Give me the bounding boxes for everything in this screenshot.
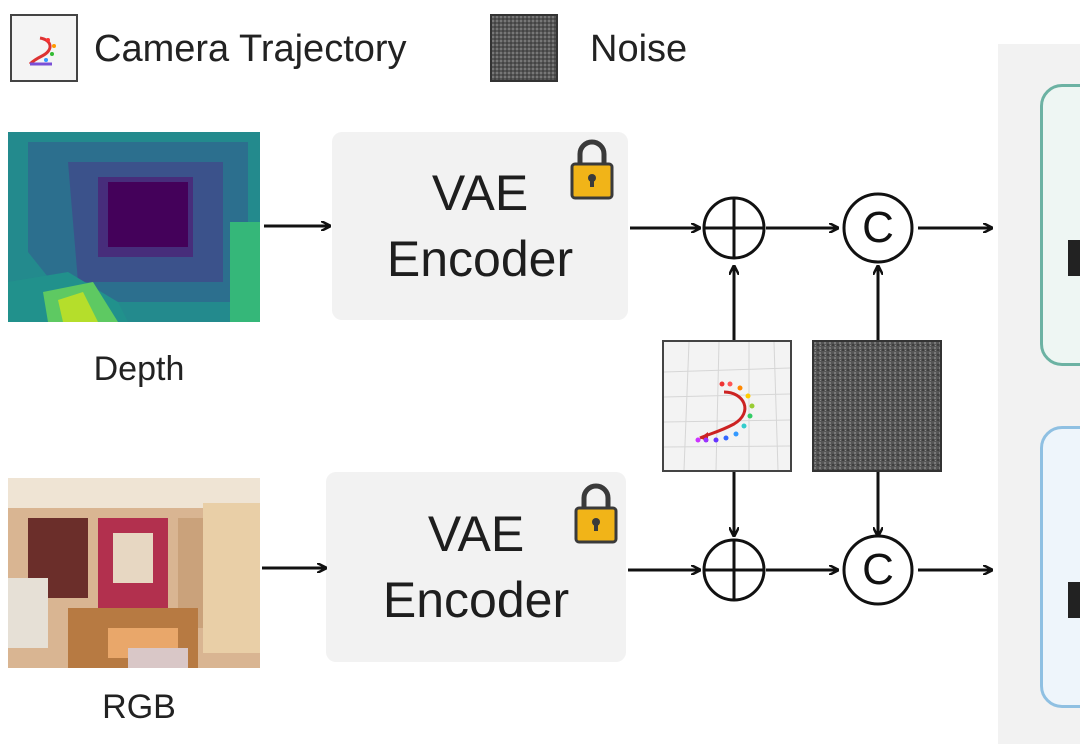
camera-trajectory-legend-label: Camera Trajectory <box>94 28 407 70</box>
lock-icon-bottom <box>574 483 618 544</box>
encoder-bottom-line1: VAE <box>427 506 525 562</box>
concat-op-bottom <box>842 534 914 606</box>
encoder-bottom-line2: Encoder <box>382 572 570 628</box>
noise-image <box>812 340 942 472</box>
concat-op-top <box>842 192 914 264</box>
bottom-block-text-fragment <box>1068 582 1080 618</box>
noise-legend-icon <box>490 14 558 82</box>
lock-icon-top <box>570 139 614 200</box>
vae-encoder-bottom: VAE Encoder <box>326 472 626 662</box>
rgb-image <box>8 478 260 668</box>
concat-label-top: C <box>862 203 894 252</box>
depth-caption: Depth <box>93 350 185 388</box>
noise-legend-label: Noise <box>590 28 688 70</box>
encoder-top-line2: Encoder <box>386 231 574 287</box>
bottom-model-block <box>1040 426 1080 708</box>
encoder-top-line1: VAE <box>431 165 529 221</box>
camera-trajectory-legend-icon <box>10 14 78 82</box>
top-block-text-fragment <box>1068 240 1080 276</box>
concat-label-bottom: C <box>862 545 894 594</box>
depth-image <box>8 132 260 322</box>
camera-trajectory-image <box>662 340 792 472</box>
top-model-block <box>1040 84 1080 366</box>
rgb-caption: RGB <box>102 688 176 726</box>
